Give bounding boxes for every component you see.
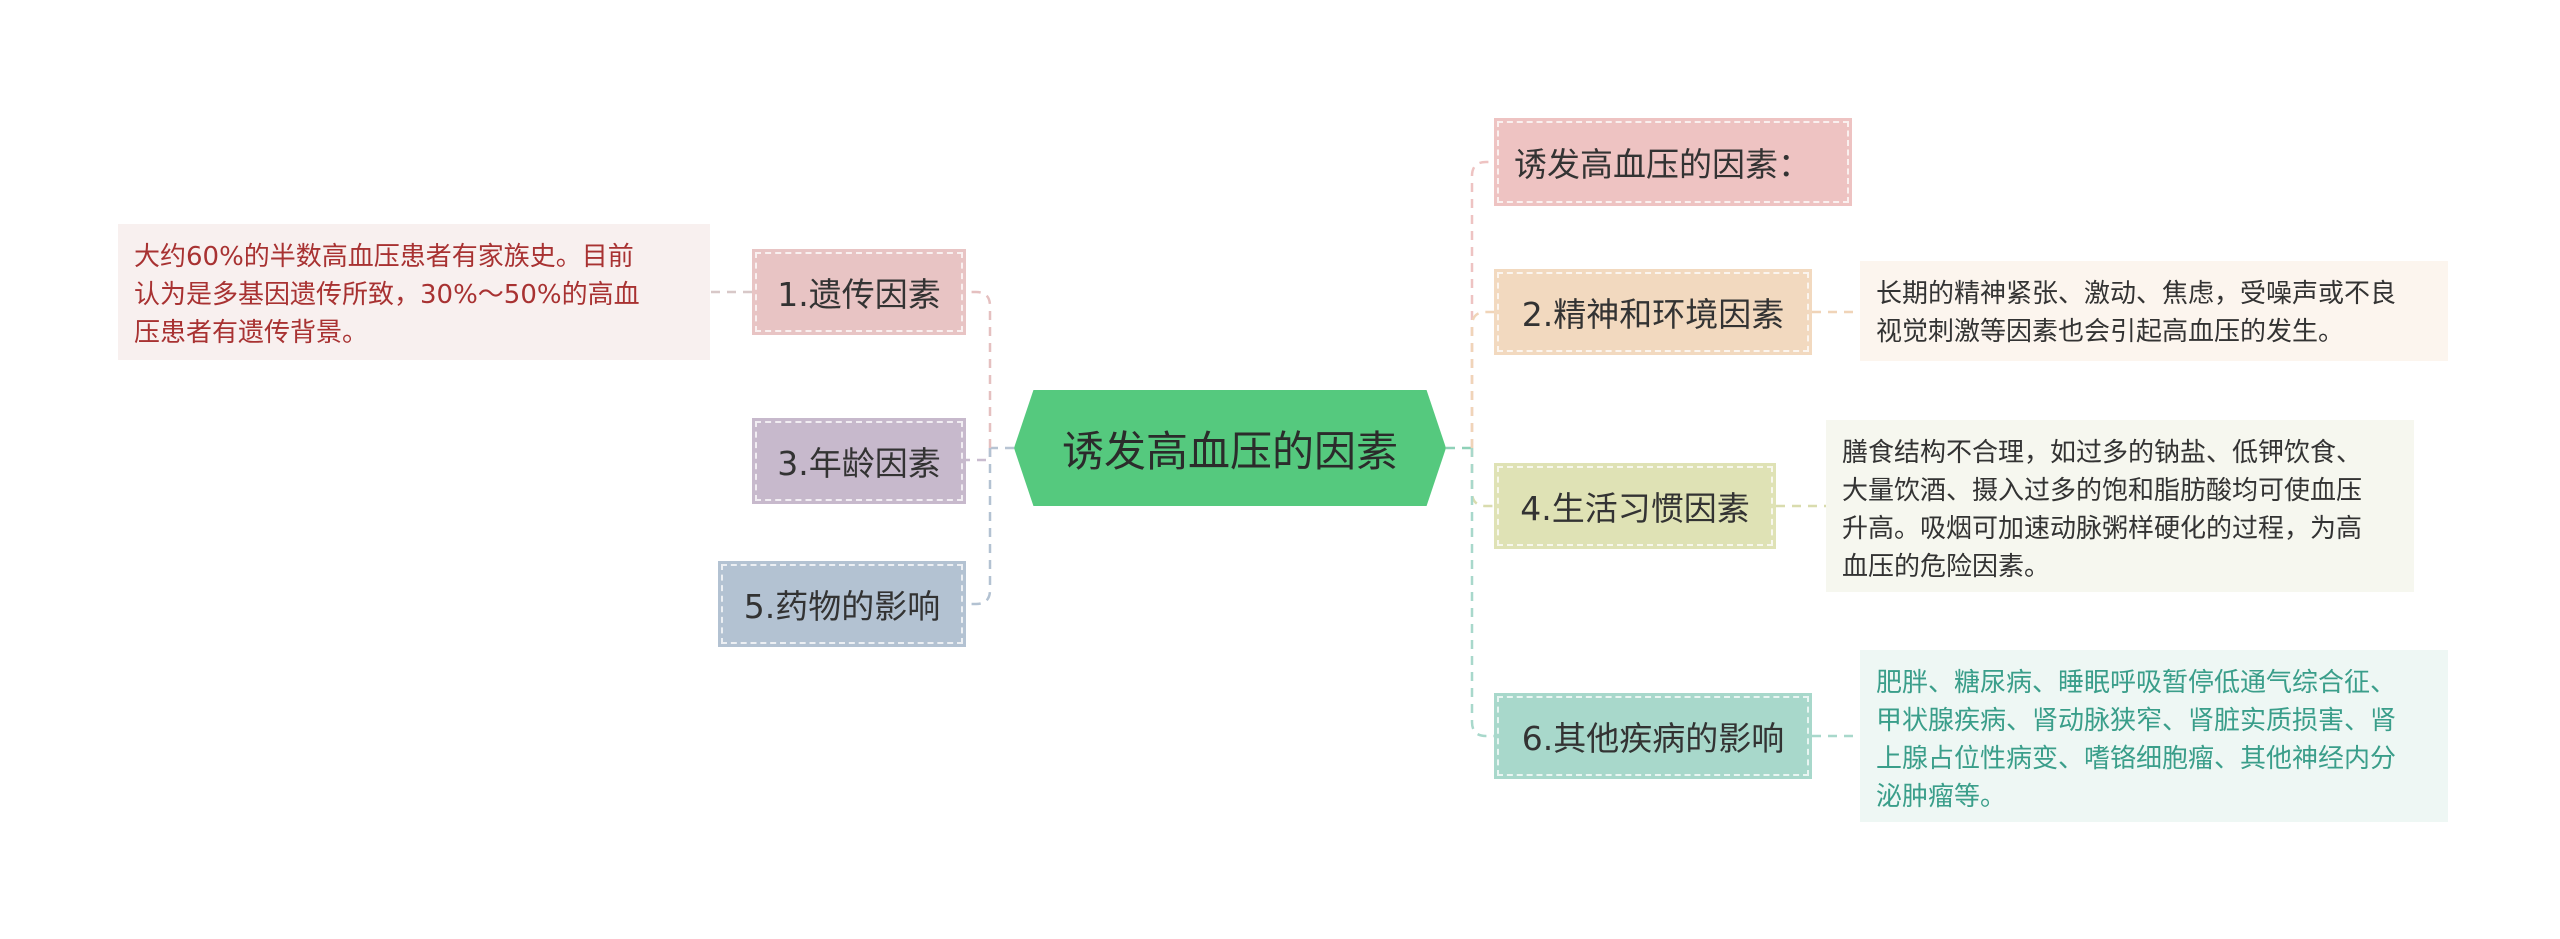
note-other-diseases: 肥胖、糖尿病、睡眠呼吸暂停低通气综合征、 甲状腺疾病、肾动脉狭窄、肾脏实质损害、… [1860, 650, 2448, 822]
link-right-t2 [1470, 310, 1494, 448]
link-right-t6 [1470, 448, 1494, 738]
topic-mental-environment[interactable]: 2.精神和环境因素 [1494, 269, 1812, 355]
link-left-t5 [966, 448, 992, 606]
link-left-t1 [966, 290, 992, 448]
link-left-t3 [966, 448, 992, 462]
link-right-t4 [1470, 448, 1494, 508]
note-mental-environment: 长期的精神紧张、激动、焦虑，受噪声或不良 视觉刺激等因素也会引起高血压的发生。 [1860, 261, 2448, 361]
topic-other-diseases[interactable]: 6.其他疾病的影响 [1494, 693, 1812, 779]
root-topic[interactable]: 诱发高血压的因素 [1014, 390, 1446, 506]
note-lifestyle: 膳食结构不合理，如过多的钠盐、低钾饮食、 大量饮酒、摄入过多的饱和脂肪酸均可使血… [1826, 420, 2414, 592]
topic-medication[interactable]: 5.药物的影响 [718, 561, 966, 647]
topic-age[interactable]: 3.年龄因素 [752, 418, 966, 504]
topic-lifestyle[interactable]: 4.生活习惯因素 [1494, 463, 1776, 549]
note-genetic: 大约60%的半数高血压患者有家族史。目前 认为是多基因遗传所致，30%～50%的… [118, 224, 710, 360]
link-right-intro [1470, 160, 1494, 448]
topic-intro[interactable]: 诱发高血压的因素： [1494, 118, 1852, 206]
topic-genetic[interactable]: 1.遗传因素 [752, 249, 966, 335]
